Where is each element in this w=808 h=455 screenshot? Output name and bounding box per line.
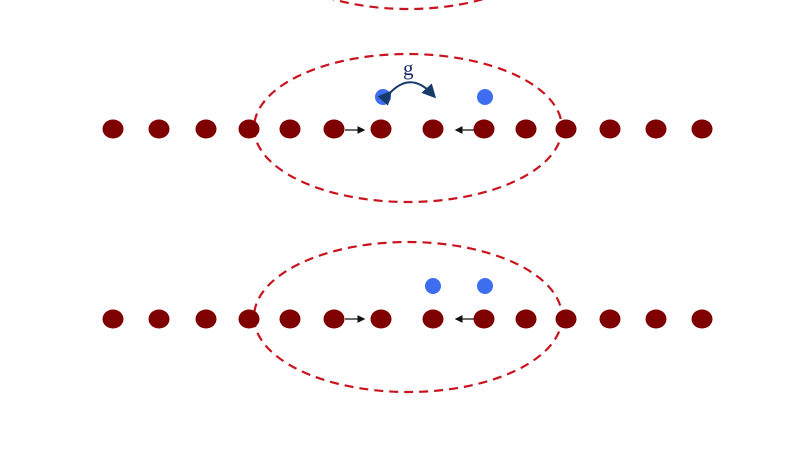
atom-dot [645,119,667,139]
excitation-dot [375,89,391,105]
atom-rows [102,119,713,329]
atom-dot [323,119,345,139]
atom-dot [238,119,260,139]
atom-dot [102,119,124,139]
atom-dot [599,309,621,329]
atom-dot [691,119,713,139]
atom-dot [555,119,577,139]
atom-dot [515,119,537,139]
atom-dot [195,119,217,139]
hopping-arrows [345,126,474,323]
coupling-arc [377,81,437,106]
atom-dot [323,309,345,329]
atom-dot [370,309,392,329]
atom-dot [422,309,444,329]
coupling-arrow-icon [377,81,437,106]
atom-dot [473,309,495,329]
coupling-label-g: g [403,56,414,80]
atom-dot [279,119,301,139]
atom-dot [515,309,537,329]
atom-dot [599,119,621,139]
atom-dot [555,309,577,329]
excitation-dot [477,89,493,105]
excitation-dot [425,278,441,294]
atom-dot [102,309,124,329]
atom-dot [148,119,170,139]
atom-dot [691,309,713,329]
atom-dot [370,119,392,139]
atom-dot [279,309,301,329]
atom-dot [473,119,495,139]
atom-dot [148,309,170,329]
excitation-dot [477,278,493,294]
atom-dot [195,309,217,329]
cavity-ellipse-top-partial [331,0,485,11]
atom-dot [238,309,260,329]
atom-dot [645,309,667,329]
atom-dot [422,119,444,139]
